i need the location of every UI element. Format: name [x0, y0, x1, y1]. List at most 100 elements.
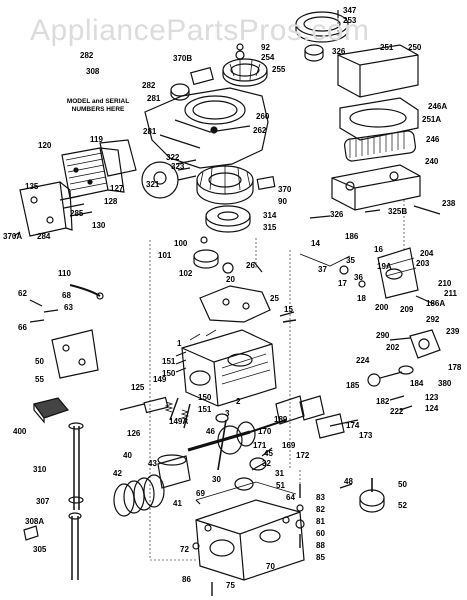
part-label: 26 — [246, 261, 255, 270]
part-label: 14 — [311, 239, 320, 248]
part-label: 240 — [425, 157, 439, 166]
part-label: 211 — [444, 289, 457, 298]
part-label: 325B — [388, 207, 408, 216]
part-label: 209 — [400, 305, 414, 314]
part-label: 322 — [166, 153, 180, 162]
part-label: 308 — [86, 67, 100, 76]
throttle-control-part — [193, 249, 219, 269]
part-label: 171 — [253, 441, 267, 450]
part-label: 174 — [346, 421, 360, 430]
part-label: 31 — [275, 469, 284, 478]
part-label: 119 — [90, 135, 103, 144]
part-label: 370 — [278, 185, 292, 194]
part-label: 321 — [146, 180, 160, 189]
part-label: 46 — [206, 427, 215, 436]
part-label: 284 — [37, 232, 51, 241]
part-label: 16 — [374, 245, 383, 254]
foam-precleaner-part — [339, 97, 419, 141]
part-label: 282 — [80, 51, 94, 60]
part-label: 66 — [18, 323, 27, 332]
cylinder-head-part — [61, 147, 125, 199]
sump-cover-part — [195, 499, 305, 581]
air-filter-ring-part — [295, 11, 349, 43]
part-label: 150 — [198, 393, 212, 402]
decal-part — [190, 66, 214, 86]
part-label: 200 — [375, 303, 389, 312]
part-label: 130 — [92, 221, 106, 230]
part-label: 62 — [18, 289, 27, 298]
model-serial-note-line2: NUMBERS HERE — [71, 106, 125, 113]
part-label: 238 — [442, 199, 456, 208]
pleated-filter-part — [343, 130, 417, 162]
part-label: 370B — [173, 54, 193, 63]
part-label: 120 — [38, 141, 52, 150]
part-label: 310 — [33, 465, 47, 474]
part-label: 189 — [274, 415, 288, 424]
part-label: 2 — [236, 397, 241, 406]
part-label: 43 — [148, 459, 157, 468]
part-label: 37 — [318, 265, 327, 274]
part-label: 100 — [174, 239, 188, 248]
part-label: 305 — [33, 545, 47, 554]
part-label: 314 — [263, 211, 277, 220]
dipstick-tube-part — [68, 422, 84, 580]
part-label: 1 — [177, 339, 182, 348]
part-label: 83 — [316, 493, 325, 502]
part-label: 169 — [282, 441, 296, 450]
part-label: 186 — [345, 232, 359, 241]
part-label: 370A — [3, 232, 23, 241]
part-label: 149 — [153, 375, 167, 384]
governor-gear-part — [359, 478, 385, 513]
engine-block-part — [181, 329, 277, 407]
part-label: 184 — [410, 379, 424, 388]
flywheel-part — [196, 165, 254, 205]
part-label: 326 — [330, 210, 344, 219]
breather-part — [275, 395, 359, 439]
part-label: 32 — [262, 459, 271, 468]
fuel-cap-part — [170, 83, 190, 101]
part-label: 323 — [171, 162, 185, 171]
part-label: 222 — [390, 407, 404, 416]
part-label: 173 — [359, 431, 373, 440]
model-serial-note-line1: MODEL and SERIAL — [66, 98, 130, 105]
part-label: 86 — [182, 575, 191, 584]
part-label: 110 — [58, 269, 71, 278]
part-label: 127 — [110, 184, 124, 193]
part-label: 204 — [420, 249, 434, 258]
part-label: 35 — [346, 256, 355, 265]
part-label: 18 — [357, 294, 366, 303]
part-label: 290 — [376, 331, 390, 340]
part-label: 292 — [426, 315, 440, 324]
part-label: 50 — [35, 357, 44, 366]
part-label: 55 — [35, 375, 44, 384]
part-label: 151 — [162, 357, 176, 366]
blower-housing-part — [144, 87, 269, 169]
part-label: 82 — [316, 505, 325, 514]
part-label: 282 — [142, 81, 156, 90]
part-label: 185 — [346, 381, 360, 390]
part-label: 149A — [169, 417, 189, 426]
part-label: 68 — [62, 291, 71, 300]
part-label: 45 — [264, 449, 273, 458]
part-label: 202 — [386, 343, 400, 352]
carburetor-part — [377, 247, 419, 299]
air-cleaner-base-part — [331, 164, 421, 211]
part-label: 246 — [426, 135, 440, 144]
part-label: 51 — [276, 481, 285, 490]
decal-400-part — [32, 397, 70, 424]
part-label: 17 — [338, 279, 347, 288]
part-label: 254 — [261, 53, 275, 62]
part-label: 101 — [158, 251, 172, 260]
part-label: 262 — [253, 126, 267, 135]
part-label: 64 — [286, 493, 295, 502]
part-label: 41 — [173, 499, 182, 508]
part-label: 255 — [272, 65, 286, 74]
part-label: 85 — [316, 553, 325, 562]
part-label: 36 — [354, 273, 363, 282]
part-label: 75 — [226, 581, 235, 590]
watermark-text: AppliancePartsPros.com — [30, 14, 370, 47]
part-label: 182 — [376, 397, 390, 406]
part-label: 50 — [398, 480, 407, 489]
part-label: 224 — [356, 356, 370, 365]
part-label: 25 — [270, 294, 279, 303]
